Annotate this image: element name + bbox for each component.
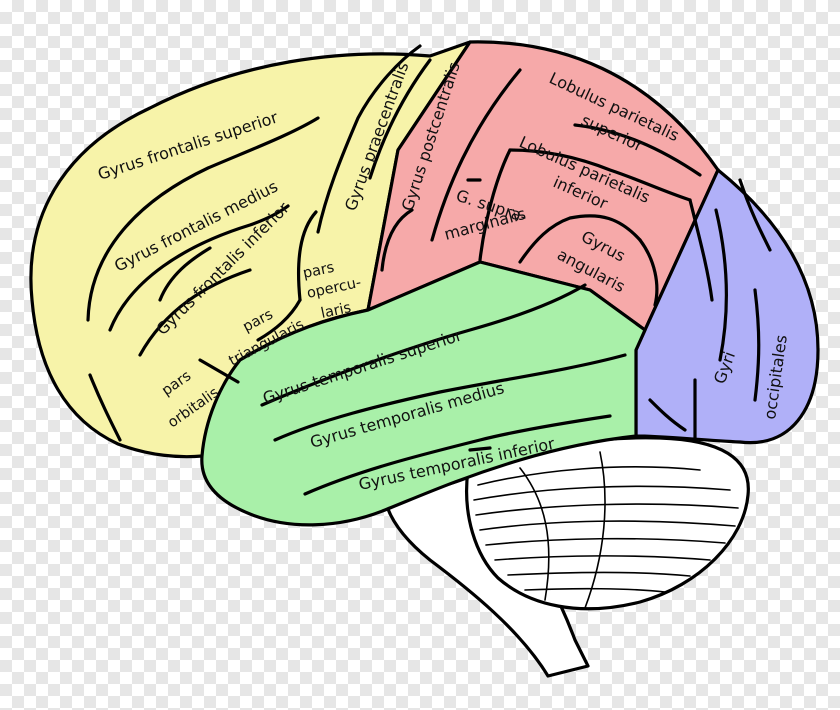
sulci: [86, 44, 772, 496]
cerebellum-folia: [473, 451, 739, 609]
label-pars-opercularis-3: laris: [320, 300, 353, 322]
label-pars-opercularis-1: pars: [302, 260, 336, 282]
temporal-lobe: [200, 260, 647, 527]
